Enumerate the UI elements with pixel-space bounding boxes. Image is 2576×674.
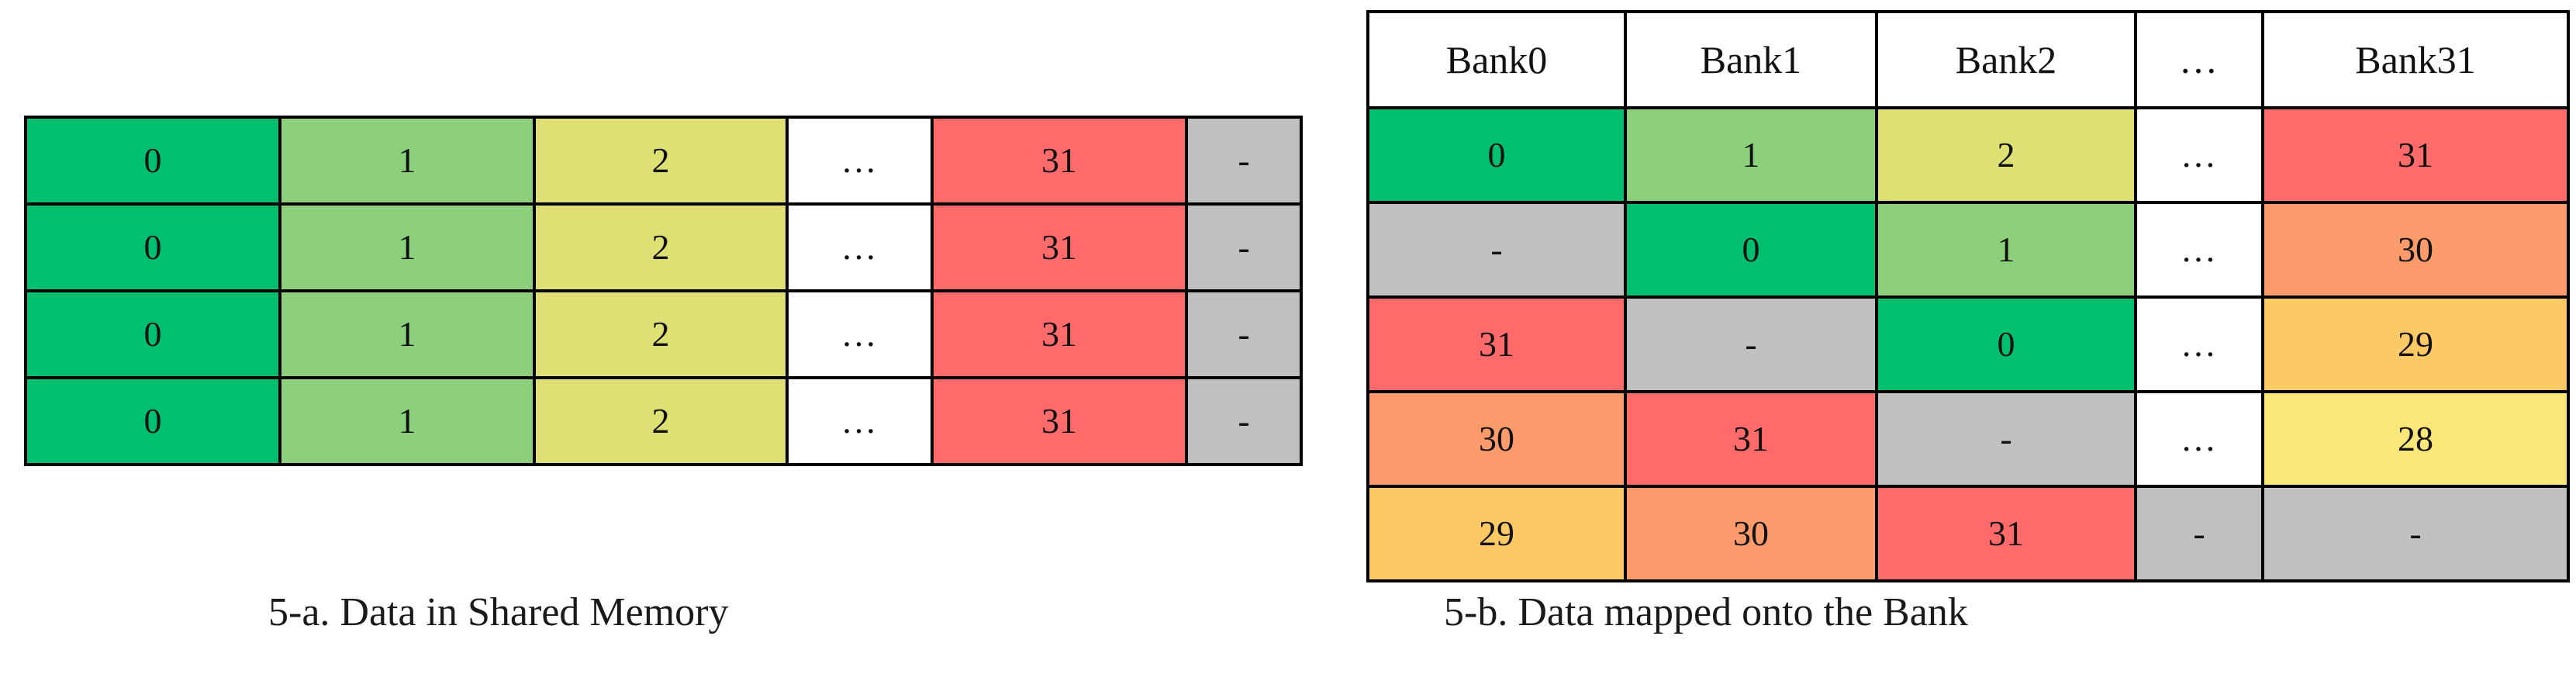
table-cell: 30: [2261, 201, 2570, 299]
figure-b-caption: 5-b. Data mapped onto the Bank: [1444, 590, 1968, 634]
table-cell: …: [2134, 296, 2264, 393]
table-cell: 2: [533, 202, 789, 292]
bank-header-bank1: Bank1: [1624, 10, 1878, 109]
table-cell: …: [786, 116, 934, 206]
table-cell: 0: [1875, 296, 2137, 393]
table-cell: -: [1624, 296, 1878, 393]
table-cell: …: [786, 289, 934, 379]
bank-header-ellipsis: …: [2134, 10, 2264, 109]
table-cell: 31: [2261, 106, 2570, 204]
table-cell: -: [2261, 485, 2570, 582]
table-cell: 30: [1366, 390, 1627, 488]
table-cell: 31: [931, 116, 1188, 206]
table-cell: 2: [1875, 106, 2137, 204]
table-cell: 2: [533, 289, 789, 379]
table-cell: 1: [278, 202, 536, 292]
table-cell: …: [2134, 390, 2264, 488]
table-cell: 0: [24, 202, 281, 292]
table-cell: 1: [1624, 106, 1878, 204]
table-cell: 1: [278, 116, 536, 206]
bank-header-bank31: Bank31: [2261, 10, 2570, 109]
table-cell: 31: [1624, 390, 1878, 488]
table-cell: 31: [1366, 296, 1627, 393]
table-cell: -: [2134, 485, 2264, 582]
table-cell: 28: [2261, 390, 2570, 488]
table-row: 31-0…29: [1366, 296, 2570, 393]
table-cell: -: [1875, 390, 2137, 488]
table-cell: 2: [533, 116, 789, 206]
table-cell: 31: [931, 289, 1188, 379]
bank-header-bank0: Bank0: [1366, 10, 1627, 109]
table-cell: 31: [931, 376, 1188, 466]
table-cell: 0: [24, 289, 281, 379]
table-cell: -: [1185, 289, 1303, 379]
table-cell: -: [1185, 202, 1303, 292]
table-cell: 1: [278, 289, 536, 379]
table-cell: 29: [1366, 485, 1627, 582]
table-cell: 1: [278, 376, 536, 466]
table-cell: -: [1185, 376, 1303, 466]
table-cell: …: [786, 376, 934, 466]
table-cell: 29: [2261, 296, 2570, 393]
table-cell: -: [1185, 116, 1303, 206]
table-cell: 0: [1624, 201, 1878, 299]
table-cell: 0: [1366, 106, 1627, 204]
table-cell: …: [2134, 201, 2264, 299]
table-cell: …: [2134, 106, 2264, 204]
table-cell: -: [1366, 201, 1627, 299]
table-cell: 31: [1875, 485, 2137, 582]
table-cell: 0: [24, 116, 281, 206]
table-cell: 2: [533, 376, 789, 466]
table-cell: 1: [1875, 201, 2137, 299]
table-cell: 0: [24, 376, 281, 466]
figure-a-caption: 5-a. Data in Shared Memory: [268, 590, 729, 634]
table-cell: 30: [1624, 485, 1878, 582]
bank-header-bank2: Bank2: [1875, 10, 2137, 109]
table-cell: 31: [931, 202, 1188, 292]
table-cell: …: [786, 202, 934, 292]
